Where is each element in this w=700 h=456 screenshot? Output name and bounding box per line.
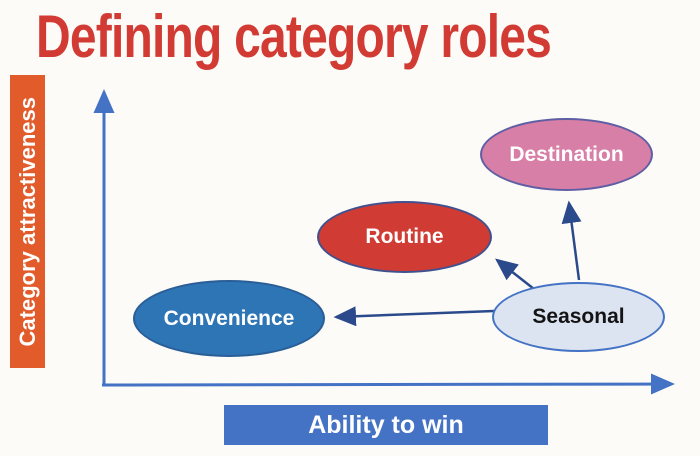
edge-seasonal-to-convenience	[333, 306, 495, 327]
node-routine-label: Routine	[365, 225, 444, 248]
y-axis-label-banner: Category attractiveness	[10, 75, 45, 368]
node-convenience-label: Convenience	[163, 306, 295, 330]
node-convenience: Convenience	[133, 280, 325, 357]
node-destination: Destination	[480, 118, 653, 191]
edge-seasonal-to-destination	[561, 200, 582, 281]
node-seasonal: Seasonal	[492, 282, 665, 352]
page-title: Defining category roles	[36, 3, 552, 70]
x-axis-label-banner: Ability to win	[224, 405, 548, 445]
node-destination-label: Destination	[509, 142, 624, 166]
node-seasonal-label: Seasonal	[532, 305, 625, 328]
edge-seasonal-to-routine	[495, 258, 535, 290]
node-routine: Routine	[317, 201, 492, 273]
x-axis-line	[101, 373, 675, 395]
x-axis-label: Ability to win	[308, 410, 464, 439]
